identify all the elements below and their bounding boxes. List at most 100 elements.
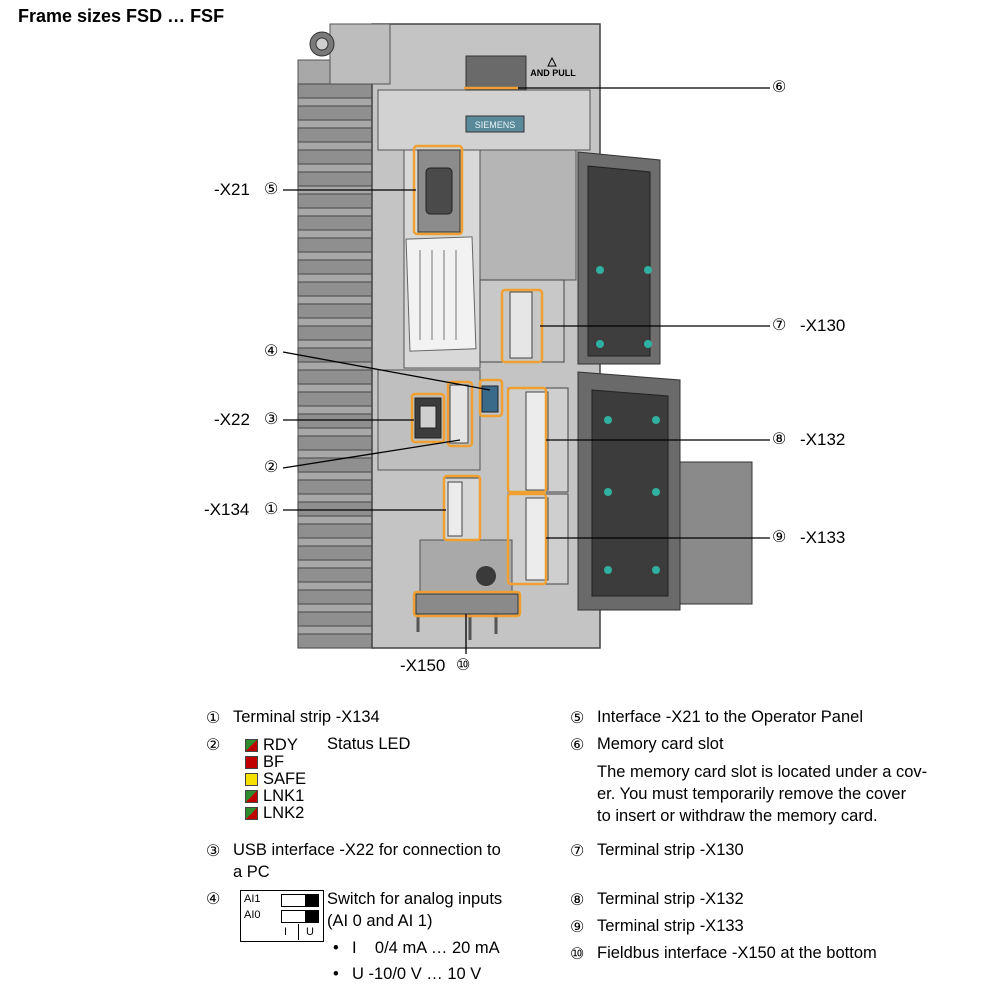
heatsink-fin — [297, 347, 375, 363]
heatsink-fin — [297, 303, 375, 319]
heatsink-fin — [297, 325, 375, 341]
heatsink-fin — [297, 435, 375, 451]
switch-divider — [298, 924, 299, 940]
heatsink-fin — [297, 523, 375, 539]
legend-2-text: Status LED — [327, 735, 411, 753]
led-rdy-icon — [245, 739, 258, 752]
callout-5-label: -X21 — [214, 180, 250, 199]
legend-8-number: ⑧ — [570, 892, 585, 909]
legend-3-text-line2: a PC — [233, 863, 270, 881]
heatsink-fin — [297, 413, 375, 429]
switch-label-ai0: AI0 — [244, 909, 261, 921]
leader-lines — [282, 87, 770, 654]
bullet-dot-2: • — [333, 965, 339, 983]
legend-6-note-line2: er. You must temporarily remove the cove… — [597, 785, 907, 803]
device-illustration: SIEMENS AND PULL — [282, 23, 770, 654]
callout-7-label: -X130 — [800, 316, 846, 335]
heatsink-fin — [297, 193, 375, 209]
switch-label-ai1: AI1 — [244, 893, 261, 905]
led-safe-label: SAFE — [263, 770, 307, 788]
heatsink-fin — [297, 105, 375, 121]
heatsink-fin — [297, 567, 375, 583]
callout-9-number: ⑨ — [772, 529, 787, 546]
ai-switch — [481, 385, 499, 413]
legend-7-text: Terminal strip -X130 — [597, 841, 744, 859]
switch-label-u: U — [306, 926, 314, 938]
legend-6-text: Memory card slot — [597, 735, 724, 753]
led-lnk1-label: LNK1 — [263, 787, 305, 805]
led-bf-icon — [245, 756, 258, 769]
switch-ai1-toggle — [281, 894, 319, 907]
legend-6-note-line3: to insert or withdraw the memory card. — [597, 807, 878, 825]
heatsink-fin — [297, 127, 375, 143]
legend-6-note-line1: The memory card slot is located under a … — [597, 763, 928, 781]
label-sticker — [405, 236, 477, 352]
legend-4-number: ④ — [206, 891, 221, 908]
callout-1-label: -X134 — [204, 500, 250, 519]
bottom-screw — [476, 566, 496, 586]
legend-5-number: ⑤ — [570, 710, 585, 727]
heatsink-fin — [297, 259, 375, 275]
callout-8-number: ⑧ — [772, 431, 787, 448]
led-bf-label: BF — [263, 753, 285, 771]
legend-8-text: Terminal strip -X132 — [597, 890, 744, 908]
heatsink-fin — [297, 611, 375, 627]
heatsink-fin — [297, 633, 375, 649]
legend-4-text-line2: (AI 0 and AI 1) — [327, 912, 433, 930]
heatsink-fin — [297, 171, 375, 187]
legend-4-bullet-2: U -10/0 V … 10 V — [352, 965, 482, 983]
page-title: Frame sizes FSD … FSF — [18, 6, 225, 26]
switch-label-i: I — [284, 926, 288, 938]
heatsink-fin — [297, 545, 375, 561]
led-row-bf: BF — [245, 754, 284, 771]
legend-10-text: Fieldbus interface -X150 at the bottom — [597, 944, 877, 962]
switch-ai0-toggle — [281, 910, 319, 923]
callout-4-number: ④ — [264, 343, 279, 360]
heatsink-fin — [297, 501, 375, 517]
legend-1-number: ① — [206, 710, 221, 727]
heatsink-fin — [297, 281, 375, 297]
heatsink-fin — [297, 83, 375, 99]
heatsink-fin — [297, 391, 375, 407]
legend-7-number: ⑦ — [570, 843, 585, 860]
led-lnk2-icon — [245, 807, 258, 820]
heatsink-fin — [297, 215, 375, 231]
legend-9-number: ⑨ — [570, 919, 585, 936]
heatsink-fin — [297, 589, 375, 605]
led-lnk1-icon — [245, 790, 258, 803]
heatsink-fin — [297, 149, 375, 165]
callout-6-number: ⑥ — [772, 79, 787, 96]
legend-10-number: ⑩ — [570, 946, 585, 963]
cover-text-1: AND PULL — [530, 68, 576, 78]
led-row-rdy: RDY — [245, 737, 298, 754]
led-safe-icon — [245, 773, 258, 786]
callout-9-label: -X133 — [800, 528, 846, 547]
ai-switch-diagram — [240, 890, 324, 942]
bullet-dot-1: • — [333, 939, 339, 957]
legend-6-number: ⑥ — [570, 737, 585, 754]
x150-fieldbus — [415, 593, 519, 615]
legend-5-text: Interface -X21 to the Operator Panel — [597, 708, 863, 726]
legend-2-number: ② — [206, 737, 221, 754]
brand-plate — [465, 115, 525, 133]
led-lnk2-label: LNK2 — [263, 804, 305, 822]
callout-3-label: -X22 — [214, 410, 250, 429]
callout-3-number: ③ — [264, 411, 279, 428]
legend-1-text: Terminal strip -X134 — [233, 708, 380, 726]
heatsink-fin — [297, 479, 375, 495]
brand-text: SIEMENS — [475, 120, 516, 130]
led-row-safe: SAFE — [245, 771, 306, 788]
heatsink-fin — [297, 369, 375, 385]
callout-8-label: -X132 — [800, 430, 846, 449]
callout-10-label: -X150 — [400, 656, 446, 675]
led-row-lnk1: LNK1 — [245, 788, 304, 805]
led-row-lnk2: LNK2 — [245, 805, 304, 822]
callout-5-number: ⑤ — [264, 181, 279, 198]
callout-10-number: ⑩ — [456, 657, 471, 674]
callout-2-number: ② — [264, 459, 279, 476]
legend-4-bullet-1: I 0/4 mA … 20 mA — [352, 939, 500, 957]
legend-4-text-line1: Switch for analog inputs — [327, 890, 503, 908]
status-leds — [449, 384, 469, 444]
memory-card-cover — [465, 55, 527, 91]
callout-7-number: ⑦ — [772, 317, 787, 334]
